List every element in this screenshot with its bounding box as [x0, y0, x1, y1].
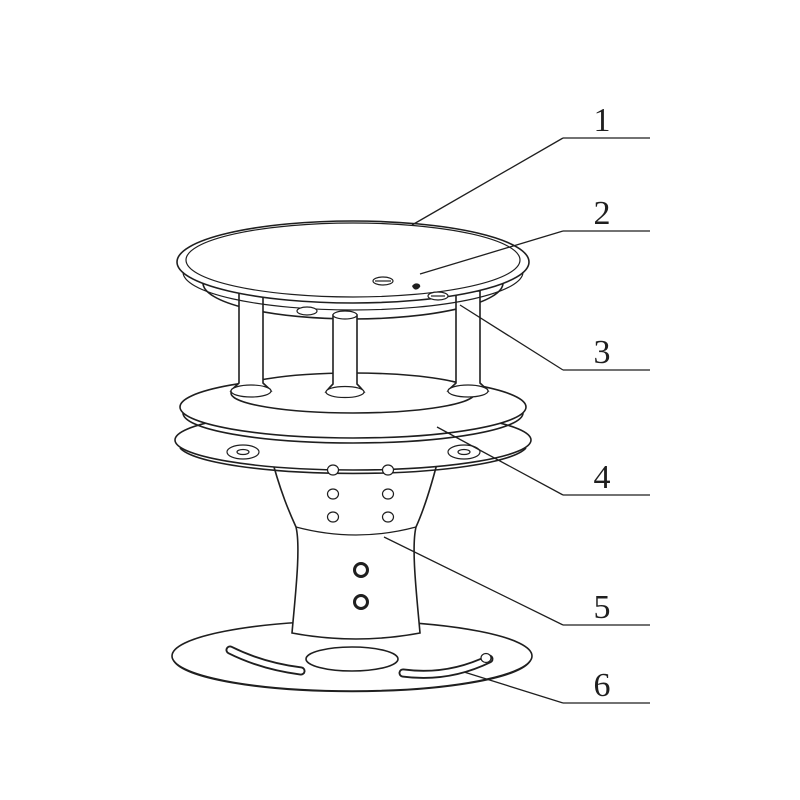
body-hole	[326, 488, 340, 500]
flange-slot-end-hole	[480, 652, 492, 664]
cap-hole-left	[296, 306, 318, 316]
sensor-body	[268, 451, 442, 640]
mounting-flange	[171, 620, 533, 693]
body-hole	[381, 488, 395, 500]
flange-rim-thickness	[173, 660, 531, 693]
post-middle-top	[332, 310, 358, 320]
post-middle-base	[325, 385, 365, 399]
body-hole	[381, 464, 395, 476]
shield-ear-right-hole	[457, 448, 471, 456]
callout-4-leader	[436, 426, 564, 496]
body-lower-hole-top	[353, 562, 369, 578]
callout-3-label: 3	[594, 334, 611, 371]
body-hole-grid	[326, 464, 395, 523]
callout-2-label: 2	[594, 195, 611, 232]
callout-6-leader	[463, 671, 564, 704]
callout-1-leader	[411, 137, 564, 226]
body-lower-hole-bottom	[353, 594, 369, 610]
callout-1-label: 1	[594, 102, 611, 139]
shield-ear-left-hole	[236, 448, 250, 456]
callout-5-label: 5	[594, 589, 611, 626]
shield-upper-disc-thickness	[182, 412, 524, 444]
callout-6-label: 6	[594, 667, 611, 704]
cap-inner-edge	[185, 222, 521, 298]
post-right	[446, 290, 490, 392]
body-seam-line	[295, 526, 417, 536]
flange-slot-right-inner	[400, 656, 492, 677]
body-hole	[326, 464, 340, 476]
callout-3-leader	[459, 304, 564, 371]
flange-center-hole	[305, 646, 399, 672]
body-hole	[381, 511, 395, 523]
shield-ear-left	[226, 444, 260, 460]
body-hole	[326, 511, 340, 523]
callout-2-leader	[419, 230, 564, 275]
shield-ear-right	[447, 444, 481, 460]
post-right-base	[447, 384, 489, 398]
top-cap	[176, 220, 530, 316]
cap-index-mark	[412, 283, 421, 290]
cap-rim-thickness	[182, 271, 524, 311]
post-left-base	[230, 384, 272, 398]
callout-5-leader	[383, 536, 564, 626]
cap-outer-edge	[176, 220, 530, 304]
flange-slot-left-inner	[227, 647, 304, 674]
callouts: 1 2 3 4 5 6	[383, 102, 650, 704]
callout-4-label: 4	[594, 459, 611, 496]
body-outline	[268, 451, 442, 640]
